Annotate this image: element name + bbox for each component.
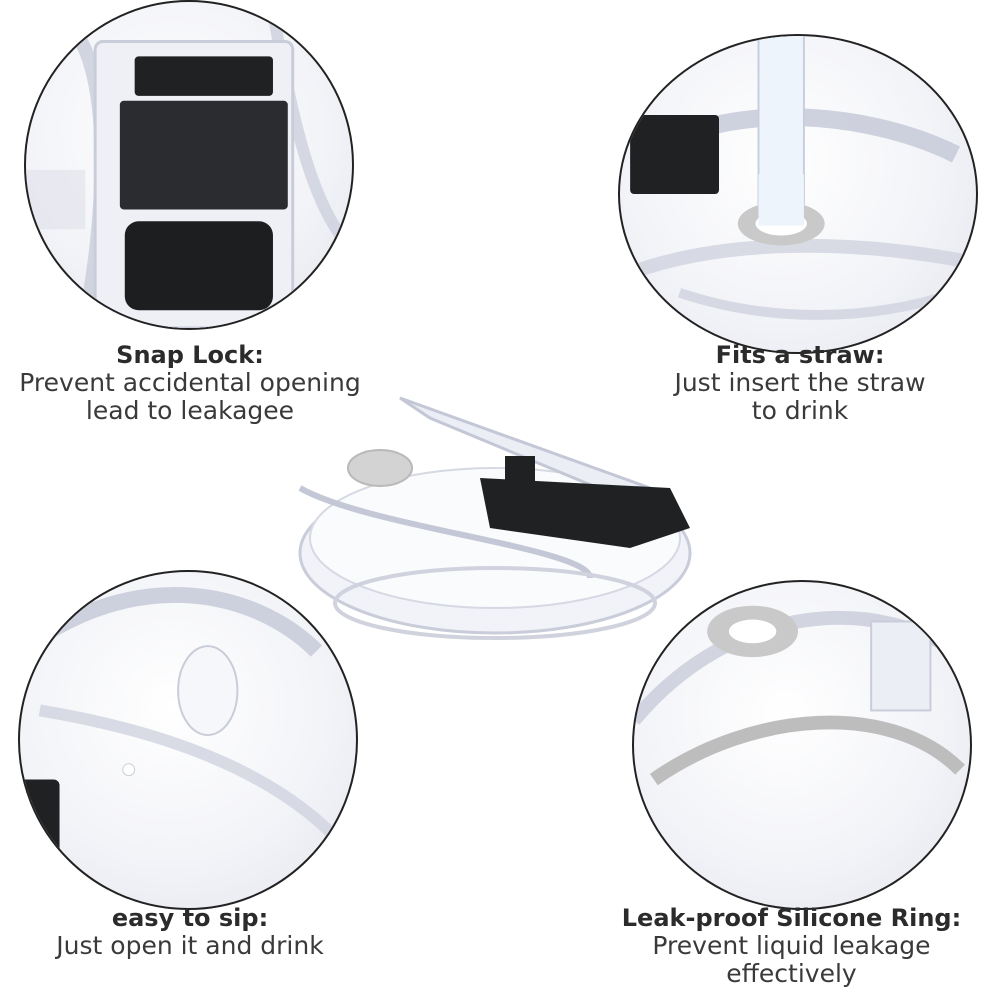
straw-plug [347, 449, 413, 487]
snap-clip [480, 478, 690, 548]
feature-text: Prevent liquid leakage [652, 930, 931, 960]
feature-text: effectively [726, 958, 857, 988]
feature-title: Snap Lock: [116, 341, 264, 369]
feature-text: to drink [751, 395, 849, 425]
clip-body [119, 100, 288, 210]
sip-opening [177, 645, 239, 737]
silicone-ring [649, 715, 965, 786]
silicone-ring-photo [632, 580, 972, 910]
clip-edge [20, 779, 60, 889]
sip-caption: easy to sip: Just open it and drink [20, 905, 360, 960]
lid-product-image [298, 396, 692, 640]
feature-text: Just open it and drink [56, 930, 324, 960]
feature-text: Just insert the straw [674, 367, 926, 397]
clip-tab [124, 221, 273, 311]
feature-text: lead to leakagee [85, 395, 295, 425]
silicone-ring-caption: Leak-proof Silicone Ring: Prevent liquid… [600, 905, 983, 988]
feature-title: Fits a straw: [715, 341, 885, 369]
clip [630, 115, 719, 194]
snap-lock-photo [24, 0, 354, 330]
feature-text: Prevent accidental opening [19, 367, 361, 397]
snap-lock-caption: Snap Lock: Prevent accidental opening le… [0, 342, 380, 425]
straw-illustration [627, 36, 976, 320]
snap-lock-illustration [26, 10, 352, 328]
feature-title: easy to sip: [111, 904, 269, 932]
clip-top [134, 56, 273, 96]
sip-illustration [20, 587, 351, 889]
sip-photo [18, 570, 358, 910]
silicone-ring-illustration [634, 605, 970, 786]
straw-photo [618, 34, 978, 354]
straw-caption: Fits a straw: Just insert the straw to d… [640, 342, 960, 425]
feature-title: Leak-proof Silicone Ring: [621, 904, 962, 932]
